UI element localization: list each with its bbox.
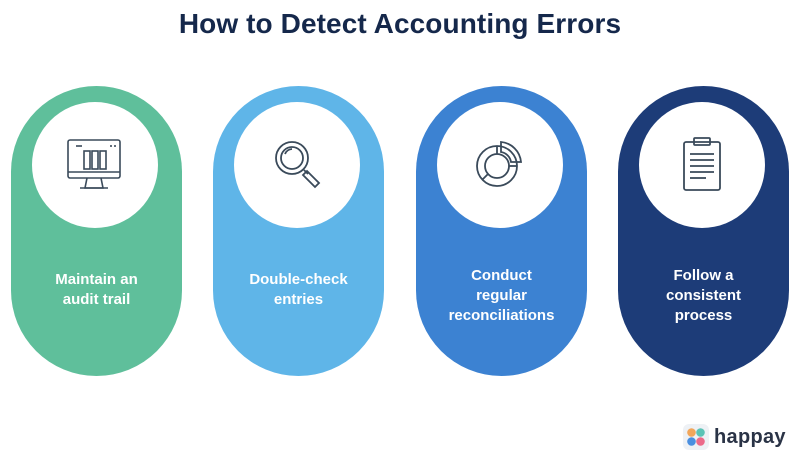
page-title: How to Detect Accounting Errors xyxy=(178,8,622,39)
step-label: Double-check entries xyxy=(249,271,348,308)
step-card-reconciliations: Conduct regular reconciliations xyxy=(416,86,587,376)
pie-chart-icon xyxy=(476,141,522,187)
icon-circle xyxy=(639,102,765,228)
step-label: Maintain an audit trail xyxy=(55,271,138,308)
brand-logo: happay xyxy=(683,424,786,450)
step-label: Follow a consistent process xyxy=(665,267,741,324)
clipboard-icon xyxy=(683,137,721,191)
magnifying-glass-icon xyxy=(275,141,321,189)
icon-circle xyxy=(32,102,158,228)
monitor-report-icon xyxy=(67,139,121,189)
happay-logo-icon xyxy=(683,424,709,450)
step-card-double-check: Double-check entries xyxy=(213,86,384,376)
step-card-audit-trail: Maintain an audit trail xyxy=(11,86,182,376)
icon-circle xyxy=(234,102,360,228)
step-label: Conduct regular reconciliations xyxy=(448,267,555,324)
icon-circle xyxy=(437,102,563,228)
step-card-consistent-process: Follow a consistent process xyxy=(618,86,789,376)
brand-name: happay xyxy=(714,425,786,448)
